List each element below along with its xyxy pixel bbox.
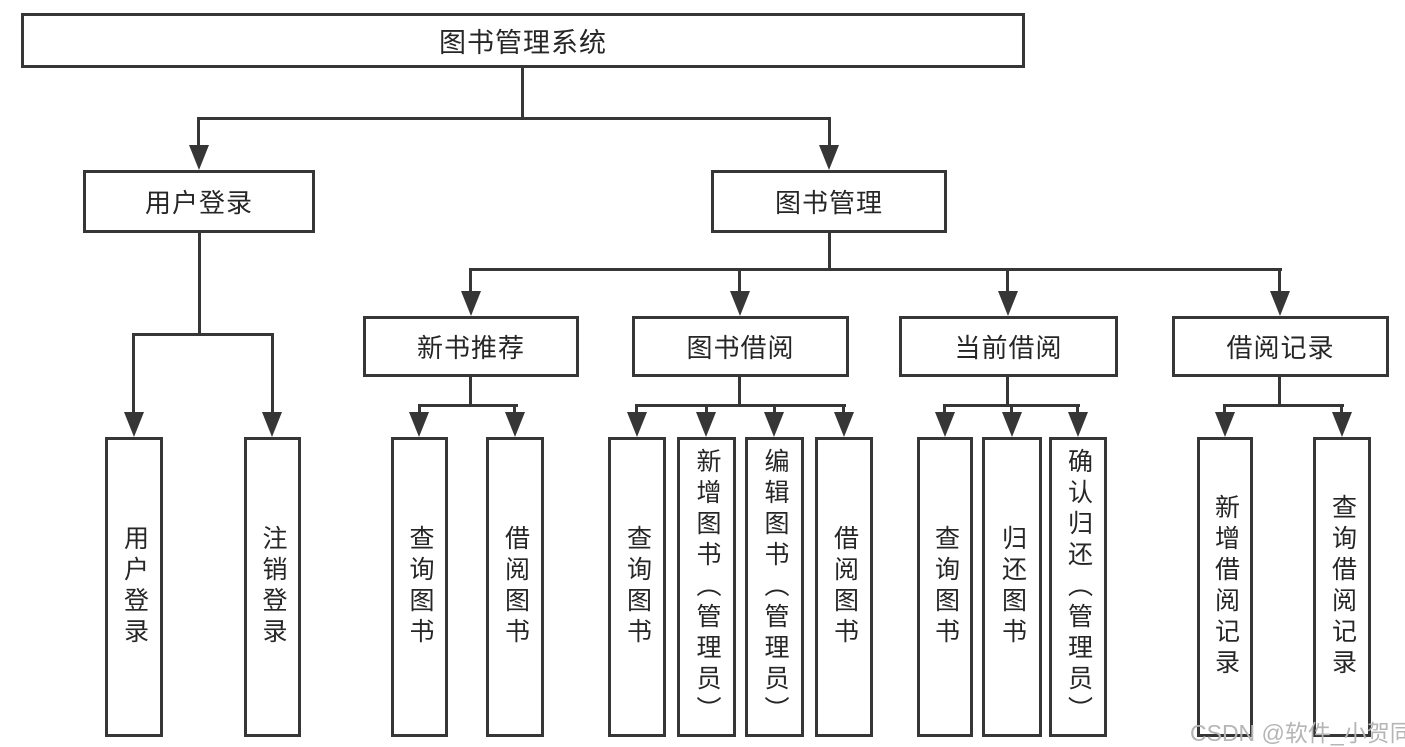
connector-line	[943, 404, 946, 416]
leaf-label: 查询图书	[406, 525, 434, 649]
leaf-query-books-current: 查询图书	[917, 437, 973, 737]
leaf-user-login: 用户登录	[105, 437, 163, 737]
leaf-borrow-books-recommend: 借阅图书	[486, 437, 544, 737]
node-current-borrowing: 当前借阅	[899, 316, 1118, 377]
connector-line	[197, 117, 200, 150]
arrowhead-down-icon	[696, 412, 716, 437]
connector-line	[1278, 268, 1281, 293]
arrowhead-down-icon	[834, 412, 854, 437]
connector-line	[635, 404, 638, 416]
leaf-label: 查询借阅记录	[1328, 494, 1357, 680]
arrowhead-down-icon	[124, 412, 144, 437]
node-library-management-system: 图书管理系统	[21, 13, 1025, 68]
arrowhead-down-icon	[1270, 291, 1290, 316]
connector-line	[198, 233, 201, 336]
arrowhead-down-icon	[627, 412, 647, 437]
node-new-book-recommendation: 新书推荐	[363, 316, 579, 377]
arrowhead-down-icon	[935, 412, 955, 437]
connector-line	[1223, 404, 1344, 407]
connector-line	[197, 117, 831, 120]
leaf-label: 新增借阅记录	[1211, 494, 1240, 680]
leaf-query-books-recommend: 查询图书	[391, 437, 448, 737]
connector-line	[132, 333, 135, 414]
connector-line	[469, 268, 472, 293]
node-book-management: 图书管理	[711, 170, 947, 233]
connector-line	[1278, 377, 1281, 407]
connector-line	[418, 404, 421, 416]
connector-line	[738, 377, 741, 407]
connector-line	[738, 268, 741, 293]
arrowhead-down-icon	[819, 145, 839, 170]
arrowhead-down-icon	[1002, 412, 1022, 437]
connector-line	[828, 117, 831, 150]
connector-line	[418, 404, 518, 407]
arrowhead-down-icon	[505, 412, 525, 437]
arrowhead-down-icon	[189, 145, 209, 170]
leaf-label: 查询图书	[931, 525, 960, 649]
node-borrowing-records: 借阅记录	[1172, 316, 1389, 377]
leaf-edit-book-admin: 编辑图书（管理员）	[745, 437, 804, 737]
connector-line	[842, 404, 845, 416]
leaf-label: 归还图书	[998, 525, 1027, 649]
csdn-watermark: CSDN @软件_小贺同学	[1190, 720, 1405, 746]
leaf-add-borrow-record: 新增借阅记录	[1197, 437, 1253, 737]
connector-line	[1010, 404, 1013, 416]
arrowhead-down-icon	[409, 412, 429, 437]
node-book-borrowing: 图书借阅	[632, 316, 849, 377]
leaf-return-books: 归还图书	[982, 437, 1042, 737]
leaf-label: 编辑图书（管理员）	[761, 447, 789, 727]
connector-line	[521, 68, 524, 119]
leaf-query-books-borrow: 查询图书	[608, 437, 666, 737]
connector-line	[469, 268, 1282, 271]
leaf-label: 查询图书	[623, 525, 652, 649]
leaf-add-book-admin: 新增图书（管理员）	[677, 437, 736, 737]
connector-line	[635, 404, 846, 407]
arrowhead-down-icon	[262, 412, 282, 437]
leaf-label: 借阅图书	[830, 525, 859, 649]
connector-line	[1006, 377, 1009, 407]
arrowhead-down-icon	[730, 291, 750, 316]
arrowhead-down-icon	[1215, 412, 1235, 437]
connector-line	[1076, 404, 1079, 416]
leaf-label: 新增图书（管理员）	[693, 447, 721, 727]
leaf-query-borrow-record: 查询借阅记录	[1313, 437, 1371, 737]
leaf-borrow-books: 借阅图书	[815, 437, 873, 737]
arrowhead-down-icon	[764, 412, 784, 437]
node-user-login: 用户登录	[83, 170, 315, 233]
leaf-confirm-return-admin: 确认归还（管理员）	[1049, 437, 1107, 737]
connector-line	[773, 404, 776, 416]
leaf-label: 注销登录	[259, 525, 287, 649]
connector-line	[705, 404, 708, 416]
connector-line	[1223, 404, 1226, 416]
connector-line	[469, 377, 472, 407]
arrowhead-down-icon	[1332, 412, 1352, 437]
connector-line	[513, 404, 516, 416]
connector-line	[132, 333, 274, 336]
arrowhead-down-icon	[998, 291, 1018, 316]
arrowhead-down-icon	[461, 291, 481, 316]
leaf-logout: 注销登录	[244, 437, 301, 737]
connector-line	[271, 333, 274, 414]
connector-line	[828, 233, 831, 270]
leaf-label: 用户登录	[120, 525, 149, 649]
leaf-label: 借阅图书	[501, 525, 530, 649]
leaf-label: 确认归还（管理员）	[1064, 447, 1093, 727]
arrowhead-down-icon	[1068, 412, 1088, 437]
connector-line	[1006, 268, 1009, 293]
connector-line	[1340, 404, 1343, 416]
